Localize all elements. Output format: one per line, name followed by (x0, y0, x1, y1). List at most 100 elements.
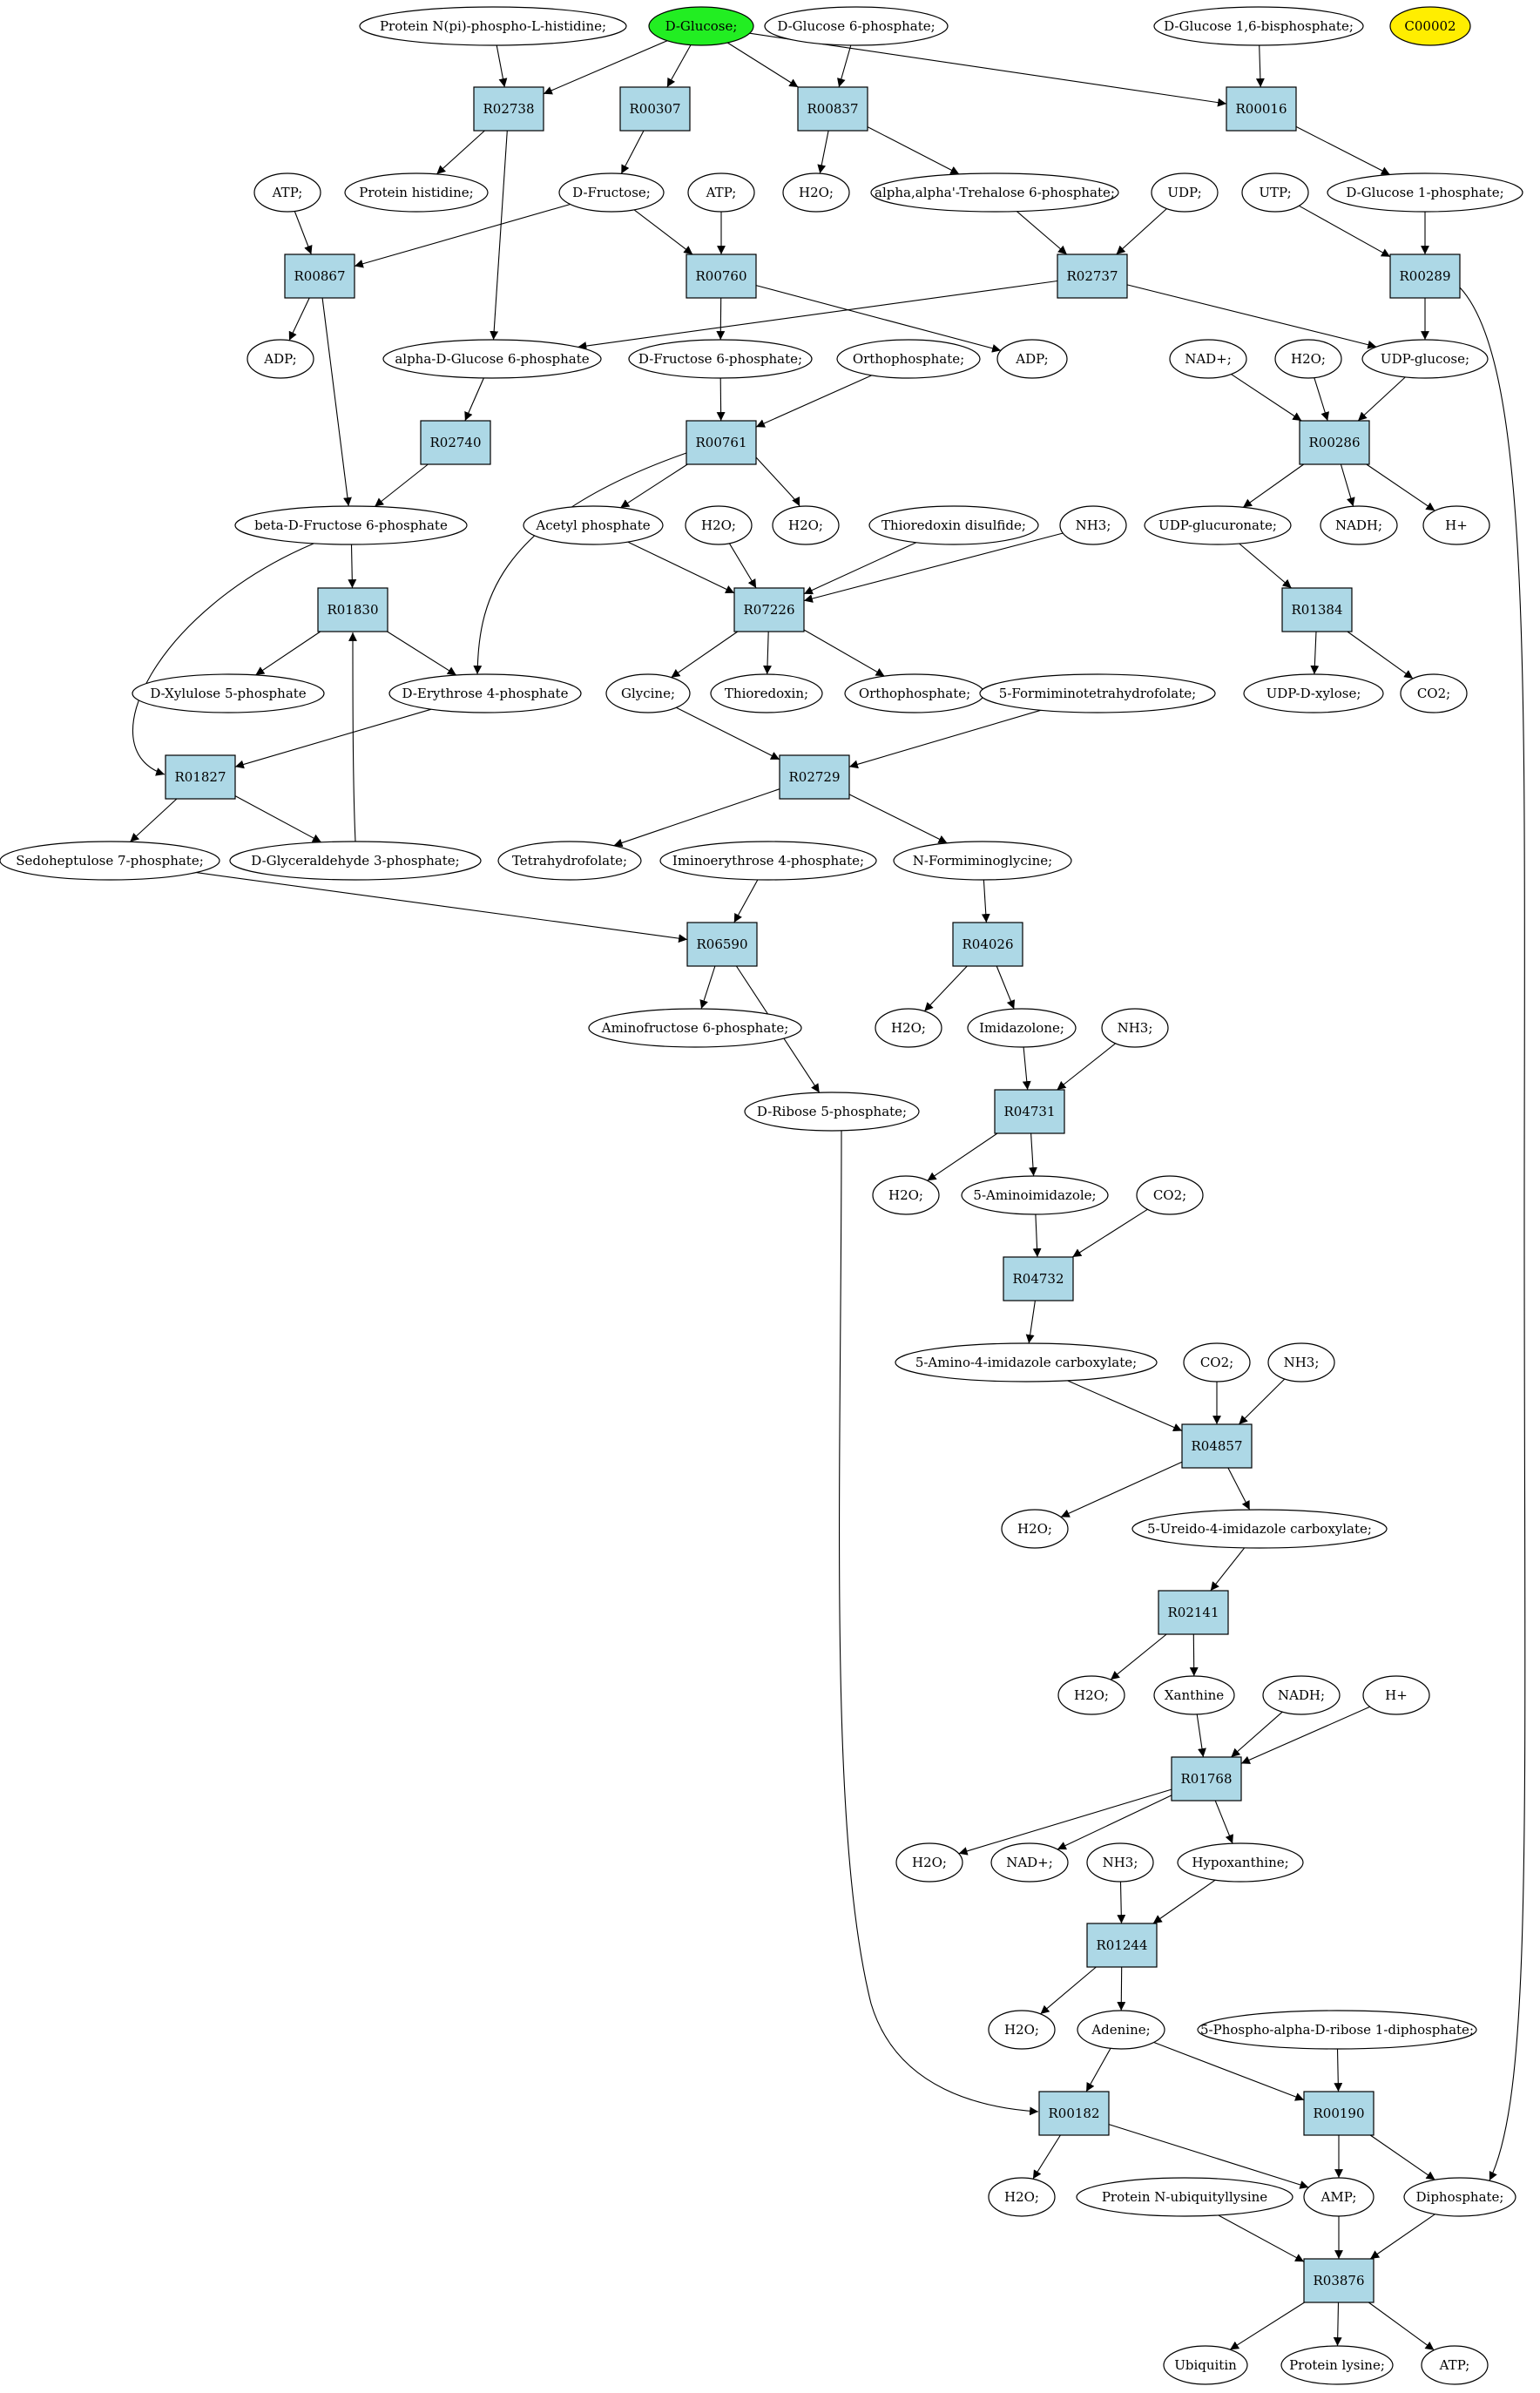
compound-node-c_nh3_1[interactable]: NH3; (1059, 505, 1127, 545)
compound-node-c_r5p[interactable]: D-Ribose 5-phosphate; (744, 1092, 920, 1132)
compound-node-c_nh3_4[interactable]: NH3; (1086, 1842, 1154, 1883)
compound-node-c_co2_3[interactable]: CO2; (1183, 1342, 1251, 1382)
reaction-node-r_R00307[interactable]: R00307 (619, 86, 691, 132)
reaction-node-r_R01244[interactable]: R01244 (1086, 1923, 1158, 1968)
compound-node-c_h2o_1[interactable]: H2O; (782, 172, 850, 213)
compound-node-c_nad_2[interactable]: NAD+; (990, 1842, 1069, 1883)
compound-node-c_h2o_2[interactable]: H2O; (1274, 339, 1342, 379)
compound-node-c_ade[interactable]: Adenine; (1077, 2010, 1165, 2050)
compound-node-c_gap[interactable]: D-Glyceraldehyde 3-phosphate; (229, 841, 482, 881)
compound-node-c_trx[interactable]: Thioredoxin; (710, 673, 823, 713)
reaction-node-r_R02737[interactable]: R02737 (1057, 253, 1128, 299)
reaction-node-r_R00837[interactable]: R00837 (797, 86, 868, 132)
compound-node-c_adp1[interactable]: ADP; (247, 339, 314, 379)
compound-node-c_pnphis[interactable]: Protein N(pi)-phospho-L-histidine; (359, 6, 627, 46)
compound-node-c_utp[interactable]: UTP; (1241, 172, 1309, 213)
compound-node-c_imid[interactable]: Imidazolone; (967, 1008, 1077, 1048)
compound-node-c_co2_1[interactable]: CO2; (1400, 673, 1468, 713)
reaction-node-r_R01830[interactable]: R01830 (317, 587, 388, 632)
reaction-node-r_R00867[interactable]: R00867 (284, 253, 355, 299)
compound-node-c_af6p[interactable]: Aminofructose 6-phosphate; (588, 1008, 802, 1048)
reaction-node-r_R01384[interactable]: R01384 (1281, 587, 1353, 632)
compound-node-c_h2o_6[interactable]: H2O; (872, 1175, 940, 1215)
compound-node-c_5ai[interactable]: 5-Aminoimidazole; (961, 1175, 1109, 1215)
compound-node-c_xan[interactable]: Xanthine (1153, 1675, 1235, 1715)
compound-node-c_5u4ic[interactable]: 5-Ureido-4-imidazole carboxylate; (1131, 1509, 1388, 1549)
compound-node-c_udp[interactable]: UDP; (1151, 172, 1219, 213)
compound-node-c_e4p[interactable]: D-Erythrose 4-phosphate (388, 673, 582, 713)
reaction-node-r_R06590[interactable]: R06590 (686, 922, 758, 967)
compound-node-c_h2o_10[interactable]: H2O; (988, 2010, 1056, 2050)
reaction-node-r_R01827[interactable]: R01827 (165, 754, 236, 800)
reaction-node-r_R07226[interactable]: R07226 (733, 587, 805, 632)
compound-node-c_s7p[interactable]: Sedoheptulose 7-phosphate; (0, 841, 220, 881)
compound-node-c_adp2[interactable]: ADP; (996, 339, 1068, 379)
compound-node-c_h2o_4[interactable]: H2O; (772, 505, 840, 545)
compound-node-c_plys[interactable]: Protein lysine; (1280, 2345, 1394, 2385)
compound-node-c_fru[interactable]: D-Fructose; (558, 172, 665, 213)
compound-node-c_h2o_7[interactable]: H2O; (1001, 1509, 1069, 1549)
compound-node-c_pi_1[interactable]: Orthophosphate; (836, 339, 981, 379)
compound-node-c_ag6p[interactable]: alpha-D-Glucose 6-phosphate (382, 339, 602, 379)
reaction-node-r_R01768[interactable]: R01768 (1171, 1756, 1242, 1802)
compound-node-c_treh[interactable]: alpha,alpha'-Trehalose 6-phosphate; (870, 172, 1119, 213)
compound-node-c_g6p_a[interactable]: D-Glucose 6-phosphate; (764, 6, 949, 46)
compound-node-c_udpx[interactable]: UDP-D-xylose; (1243, 673, 1384, 713)
compound-node-c_fthf[interactable]: 5-Formiminotetrahydrofolate; (979, 673, 1216, 713)
compound-node-c_glc[interactable]: D-Glucose; (648, 6, 754, 46)
compound-node-c_udpg[interactable]: UDP-glucose; (1361, 339, 1489, 379)
compound-node-c_nad_1[interactable]: NAD+; (1169, 339, 1247, 379)
reaction-node-r_R02738[interactable]: R02738 (473, 86, 544, 132)
compound-node-c_ppi[interactable]: Diphosphate; (1403, 2177, 1516, 2217)
compound-node-c_xu5p[interactable]: D-Xylulose 5-phosphate (132, 673, 325, 713)
compound-node-c_atp2[interactable]: ATP; (687, 172, 755, 213)
compound-node-c_atp3[interactable]: ATP; (1421, 2345, 1489, 2385)
compound-node-c_h2o_9[interactable]: H2O; (895, 1842, 963, 1883)
compound-node-c_nh3_3[interactable]: NH3; (1267, 1342, 1335, 1382)
compound-node-c_c00002[interactable]: C00002 (1389, 6, 1471, 46)
compound-node-c_hypox[interactable]: Hypoxanthine; (1177, 1842, 1304, 1883)
compound-node-c_hplus_2[interactable]: H+ (1362, 1675, 1430, 1715)
compound-node-c_pi_2[interactable]: Orthophosphate; (844, 673, 985, 713)
compound-node-c_hplus_1[interactable]: H+ (1422, 505, 1490, 545)
reaction-node-r_R00182[interactable]: R00182 (1038, 2091, 1110, 2136)
compound-node-c_h2o_5[interactable]: H2O; (875, 1008, 942, 1048)
reaction-node-r_R00760[interactable]: R00760 (686, 253, 757, 299)
compound-node-c_amp[interactable]: AMP; (1303, 2177, 1375, 2217)
reaction-node-r_R02141[interactable]: R02141 (1158, 1590, 1229, 1635)
compound-node-c_atp1[interactable]: ATP; (253, 172, 321, 213)
compound-node-c_phis[interactable]: Protein histidine; (344, 172, 489, 213)
reaction-node-r_R02729[interactable]: R02729 (779, 754, 850, 800)
compound-node-c_ubq[interactable]: Ubiquitin (1163, 2345, 1248, 2385)
compound-node-c_g16bp[interactable]: D-Glucose 1,6-bisphosphate; (1153, 6, 1364, 46)
reaction-node-r_R04731[interactable]: R04731 (994, 1089, 1065, 1134)
compound-node-c_udpgluc[interactable]: UDP-glucuronate; (1144, 505, 1292, 545)
compound-node-c_nadh_2[interactable]: NADH; (1262, 1675, 1341, 1715)
compound-node-c_nfg[interactable]: N-Formiminoglycine; (893, 841, 1072, 881)
compound-node-c_prpp[interactable]: 5-Phospho-alpha-D-ribose 1-diphosphate; (1197, 2010, 1477, 2050)
compound-node-c_h2o_11[interactable]: H2O; (988, 2177, 1056, 2217)
compound-node-c_bf6p[interactable]: beta-D-Fructose 6-phosphate (234, 505, 468, 545)
reaction-node-r_R00289[interactable]: R00289 (1389, 253, 1461, 299)
compound-node-c_f6p[interactable]: D-Fructose 6-phosphate; (628, 339, 813, 379)
compound-node-c_g1p[interactable]: D-Glucose 1-phosphate; (1327, 172, 1523, 213)
reaction-node-r_R04026[interactable]: R04026 (952, 922, 1023, 967)
compound-node-c_h2o_8[interactable]: H2O; (1057, 1675, 1125, 1715)
compound-node-c_thf[interactable]: Tetrahydrofolate; (497, 841, 642, 881)
compound-node-c_pnubl[interactable]: Protein N-ubiquityllysine (1076, 2177, 1293, 2217)
compound-node-c_gly[interactable]: Glycine; (605, 673, 691, 713)
reaction-node-r_R02740[interactable]: R02740 (420, 420, 491, 465)
reaction-node-r_R04732[interactable]: R04732 (1003, 1256, 1074, 1301)
compound-node-c_nadh_1[interactable]: NADH; (1320, 505, 1398, 545)
compound-node-c_5a4ic[interactable]: 5-Amino-4-imidazole carboxylate; (895, 1342, 1158, 1382)
reaction-node-r_R00016[interactable]: R00016 (1226, 86, 1297, 132)
compound-node-c_nh3_2[interactable]: NH3; (1101, 1008, 1169, 1048)
compound-node-c_acp[interactable]: Acetyl phosphate (523, 505, 664, 545)
compound-node-c_h2o_3[interactable]: H2O; (685, 505, 753, 545)
reaction-node-r_R00286[interactable]: R00286 (1299, 420, 1370, 465)
reaction-node-r_R00190[interactable]: R00190 (1303, 2091, 1375, 2136)
reaction-node-r_R04857[interactable]: R04857 (1181, 1423, 1253, 1469)
compound-node-c_trxds[interactable]: Thioredoxin disulfide; (868, 505, 1039, 545)
reaction-node-r_R03876[interactable]: R03876 (1303, 2258, 1375, 2303)
reaction-node-r_R00761[interactable]: R00761 (686, 420, 757, 465)
